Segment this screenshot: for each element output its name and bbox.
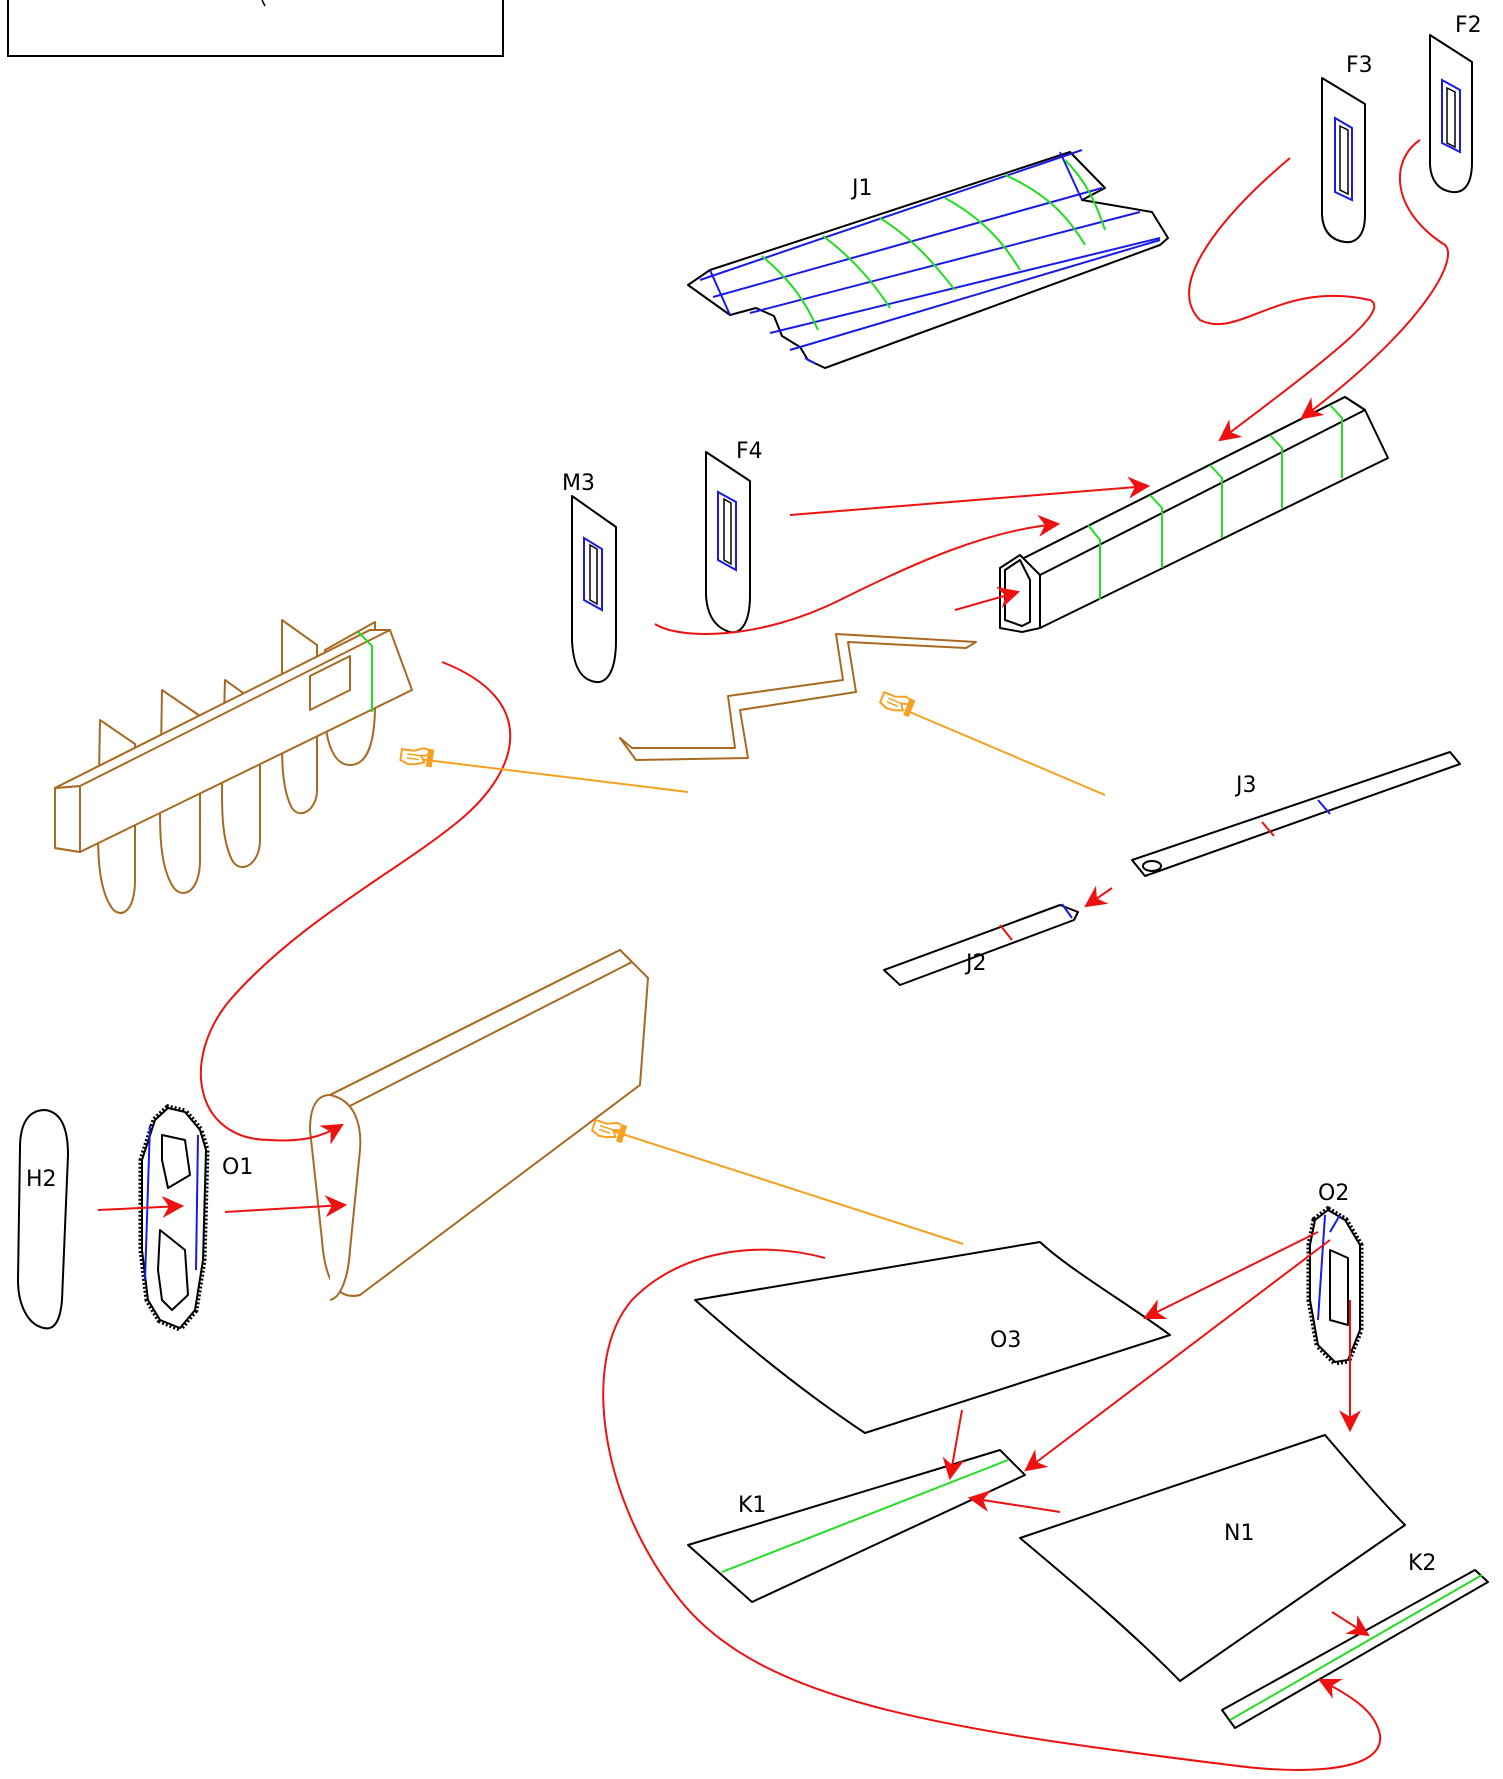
part-J2: J2 (883, 903, 1079, 986)
part-M3: M3 (562, 471, 617, 684)
part-zigzag-strip (619, 633, 977, 761)
part-F2: F2 (1429, 13, 1482, 194)
part-F4: F4 (705, 439, 763, 634)
part-K2: K2 (1221, 1551, 1489, 1729)
label-F2: F2 (1455, 13, 1482, 38)
label-F3: F3 (1346, 53, 1373, 78)
part-K1: K1 (687, 1449, 1026, 1603)
instruction-box (7, 0, 504, 57)
label-H2: H2 (26, 1167, 57, 1192)
part-H2: H2 (17, 1109, 69, 1330)
attach-pointers (399, 687, 1106, 1245)
part-O3: O3 (694, 1241, 1171, 1434)
part-N1: N1 (1019, 1434, 1406, 1682)
label-K2: K2 (1408, 1551, 1436, 1576)
label-F4: F4 (736, 439, 763, 464)
part-O2: O2 (1306, 1181, 1364, 1366)
part-O1: O1 (138, 1104, 253, 1333)
label-J3: J3 (1234, 773, 1257, 798)
part-F3: F3 (1321, 53, 1373, 244)
label-O1: O1 (222, 1155, 253, 1180)
label-O2: O2 (1318, 1181, 1349, 1206)
part-J1: J1 (687, 149, 1169, 369)
part-main-keel (999, 396, 1389, 633)
part-frame-assembly (54, 619, 413, 914)
assembly-arrows (97, 139, 1449, 1771)
label-J2: J2 (964, 951, 987, 976)
label-O3: O3 (990, 1328, 1021, 1353)
label-N1: N1 (1224, 1521, 1254, 1546)
label-M3: M3 (562, 471, 595, 496)
part-J3: J3 (1131, 751, 1461, 877)
label-J1: J1 (850, 176, 873, 201)
label-K1: K1 (738, 1493, 766, 1518)
